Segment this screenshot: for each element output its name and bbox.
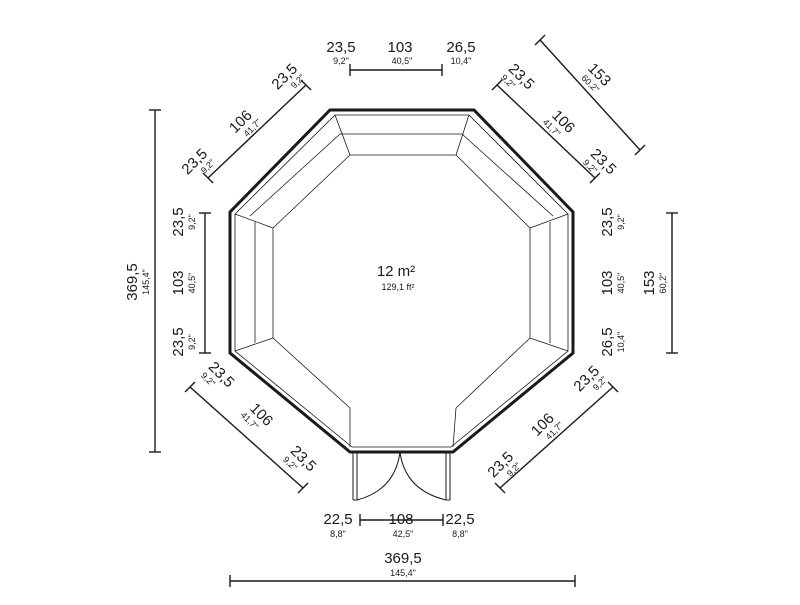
left-dimensions: 23,5 9,2" 103 40,5" 23,5 9,2" 369,5 145,… — [124, 109, 211, 453]
right-seg-b-in: 40,5" — [616, 273, 626, 294]
area-label: 12 m² — [377, 263, 415, 280]
right-dimensions: 23,5 9,2" 103 40,5" 26,5 10,4" 153 60,2" — [599, 207, 678, 357]
top-dimensions: 23,5 9,2" 103 40,5" 26,5 10,4" — [326, 39, 476, 76]
area-imperial-label: 129,1 ft² — [381, 282, 414, 292]
right-overall-in: 60,2" — [658, 273, 668, 294]
top-seg-left-in: 9,2" — [333, 56, 349, 66]
left-seg-a-in: 9,2" — [187, 214, 197, 230]
bottom-seg-mid: 108 — [388, 511, 413, 528]
bottom-seg-right-in: 8,8" — [452, 529, 468, 539]
left-seg-c-in: 9,2" — [187, 334, 197, 350]
top-seg-mid: 103 — [387, 39, 412, 56]
door-swing-left — [356, 451, 401, 501]
bottom-overall: 369,5 — [384, 550, 422, 567]
door-swing-right — [399, 451, 447, 501]
left-overall-in: 145,4" — [141, 269, 151, 295]
outer-wall-inner-line — [234, 114, 569, 448]
bottom-right-dimensions: 23,5 9,2" 106 41,7" 23,5 9,2" — [484, 362, 619, 494]
bottom-seg-right: 22,5 — [445, 511, 474, 528]
bottom-seg-left: 22,5 — [323, 511, 352, 528]
right-seg-b: 103 — [599, 270, 616, 295]
top-seg-right: 26,5 — [446, 39, 475, 56]
bottom-seg-mid-in: 42,5" — [393, 529, 414, 539]
top-right-dimensions: 23,5 9,2" 106 41,7" 23,5 9,2" 153 60,2" — [491, 34, 646, 184]
top-left-dimensions: 23,5 9,2" 106 41,7" 23,5 9,2" — [178, 60, 312, 184]
bottom-seg-left-in: 8,8" — [330, 529, 346, 539]
top-seg-right-in: 10,4" — [451, 56, 472, 66]
bench-inner-outline — [272, 154, 531, 409]
right-seg-c: 26,5 — [599, 327, 616, 356]
top-seg-mid-in: 40,5" — [392, 56, 413, 66]
bottom-left-dimensions: 23,5 9,2" 106 41,7" 23,5 9,2" — [184, 358, 320, 494]
bottom-overall-in: 145,4" — [390, 568, 416, 578]
left-overall: 369,5 — [124, 263, 141, 301]
double-door — [352, 451, 451, 501]
left-seg-a: 23,5 — [170, 207, 187, 236]
bench-corner-lines — [234, 114, 569, 448]
top-seg-left: 23,5 — [326, 39, 355, 56]
left-seg-c: 23,5 — [170, 327, 187, 356]
right-seg-a: 23,5 — [599, 207, 616, 236]
right-overall: 153 — [641, 270, 658, 295]
left-seg-b: 103 — [170, 270, 187, 295]
right-seg-c-in: 10,4" — [616, 332, 626, 353]
octagon-walls — [228, 108, 575, 454]
outer-wall — [228, 108, 575, 454]
left-seg-b-in: 40,5" — [187, 273, 197, 294]
right-seg-a-in: 9,2" — [616, 214, 626, 230]
bottom-dimensions: 22,5 8,8" 108 42,5" 22,5 8,8" 369,5 145,… — [229, 511, 576, 587]
